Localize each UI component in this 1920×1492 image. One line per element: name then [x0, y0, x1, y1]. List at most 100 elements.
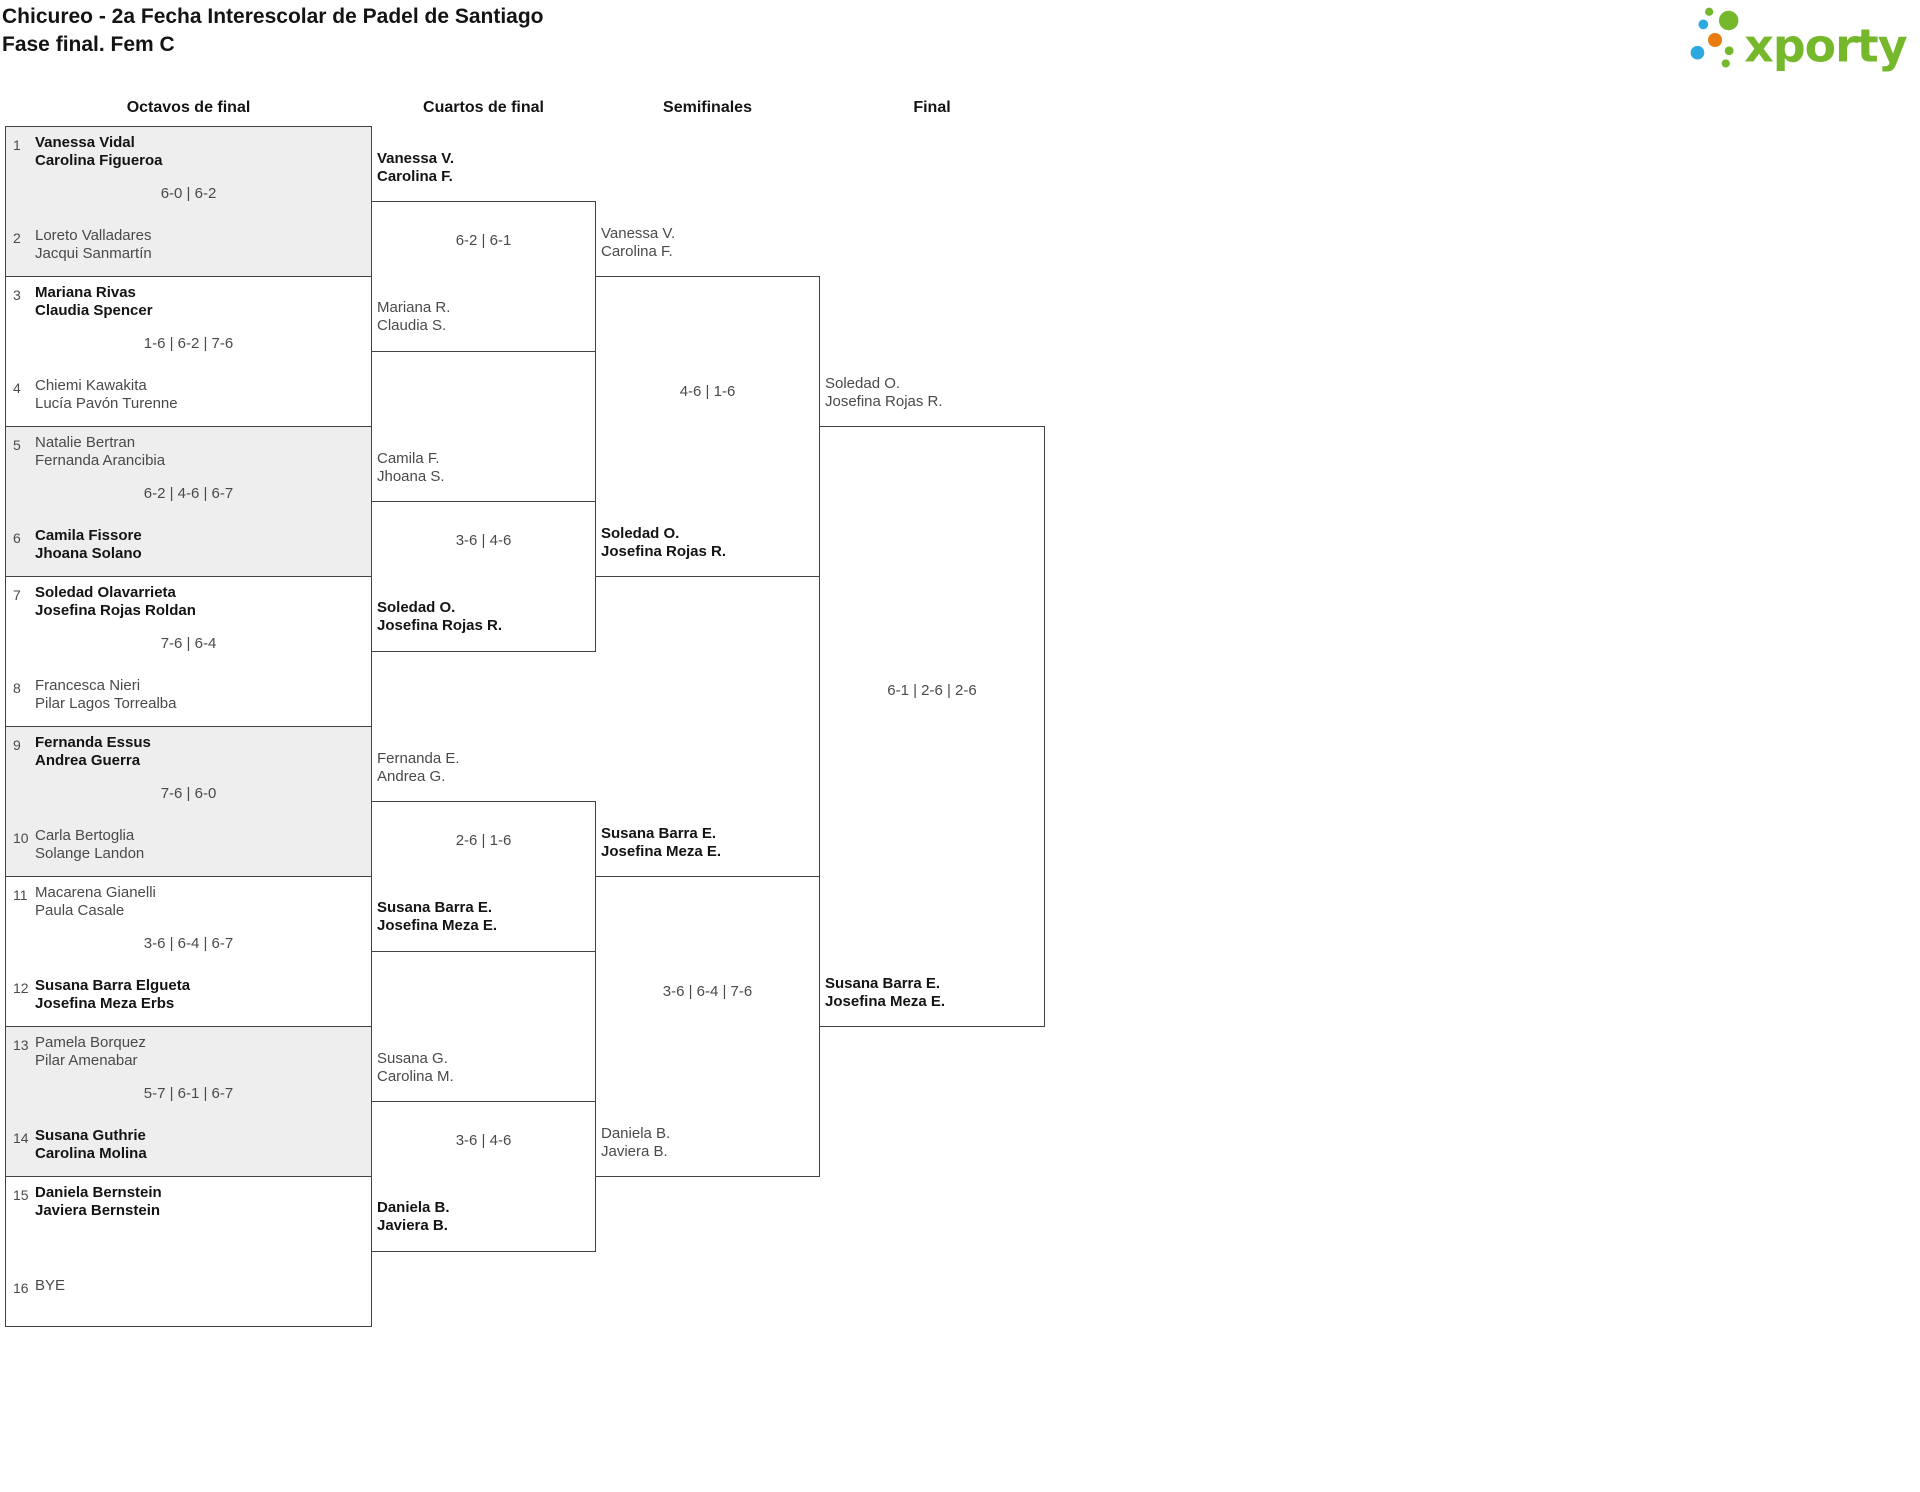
player-name: Carla Bertoglia [35, 827, 135, 844]
seed-number: 1 [13, 137, 21, 153]
team-winner: Vanessa V. Carolina F. [377, 150, 592, 185]
player-name: Paula Casale [35, 901, 125, 919]
xporty-logo[interactable]: xporty [1676, 2, 1912, 80]
match-score: 7-6 | 6-4 [160, 635, 217, 652]
team-winner: Soledad O. Josefina Rojas R. [377, 599, 592, 634]
player-name: Camila F. [377, 450, 440, 467]
player-name: Susana Barra Elgueta [35, 977, 191, 994]
seed-number: 7 [13, 587, 21, 603]
team: Daniela B. Javiera B. [601, 1125, 816, 1160]
player-name: Josefina Meza Erbs [35, 994, 175, 1012]
title-block: Chicureo - 2a Fecha Interescolar de Pade… [2, 3, 544, 59]
logo-dot-green-small-top [1705, 7, 1714, 16]
octavos-match-8: 15 Daniela Bernstein Javiera Bernstein 1… [5, 1176, 372, 1327]
player-name: Josefina Rojas R. [601, 542, 727, 560]
player-name: Josefina Rojas Roldan [35, 601, 196, 619]
player-name: Josefina Meza E. [377, 916, 498, 934]
match-score: 2-6 | 1-6 [455, 832, 512, 849]
team: Fernanda E. Andrea G. [377, 750, 592, 785]
player-name: Natalie Bertran [35, 434, 136, 451]
team: Carla Bertoglia Solange Landon [35, 827, 367, 862]
player-name: Susana Barra E. [601, 825, 717, 842]
player-name: Fernanda Essus [35, 734, 151, 751]
round-header-octavos: Octavos de final [126, 99, 251, 116]
team-winner: Susana Barra E. Josefina Meza E. [825, 975, 1040, 1010]
player-name: Soledad Olavarrieta [35, 584, 176, 601]
team: Camila F. Jhoana S. [377, 450, 592, 485]
octavos-match-6: 11 Macarena Gianelli Paula Casale 3-6 | … [5, 876, 372, 1027]
team-winner: Soledad O. Josefina Rojas R. [601, 525, 816, 560]
team: Chiemi Kawakita Lucía Pavón Turenne [35, 377, 367, 412]
logo-dot-orange [1708, 33, 1723, 48]
octavos-match-4: 7 Soledad Olavarrieta Josefina Rojas Rol… [5, 576, 372, 727]
player-name: Macarena Gianelli [35, 884, 156, 901]
seed-number: 5 [13, 437, 21, 453]
final-match-box [819, 426, 1045, 1027]
team: Loreto Valladares Jacqui Sanmartín [35, 227, 367, 262]
logo-dot-green-small-mid [1724, 46, 1734, 56]
team: Susana G. Carolina M. [377, 1050, 592, 1085]
player-name: BYE [35, 1277, 66, 1294]
player-name: Jhoana S. [377, 467, 445, 485]
player-name: Daniela Bernstein [35, 1184, 162, 1201]
player-name: Mariana Rivas [35, 284, 136, 301]
player-name: Susana G. [377, 1050, 448, 1067]
seed-number: 4 [13, 380, 21, 396]
player-name: Josefina Rojas R. [377, 616, 503, 634]
page-title: Chicureo - 2a Fecha Interescolar de Pade… [2, 5, 544, 28]
team-winner: Susana Guthrie Carolina Molina [35, 1127, 367, 1162]
player-name: Carolina Molina [35, 1144, 147, 1162]
player-name: Josefina Rojas R. [825, 392, 943, 410]
player-name: Soledad O. [825, 375, 901, 392]
team-winner: Mariana Rivas Claudia Spencer [35, 284, 367, 319]
seed-number: 14 [13, 1130, 29, 1146]
team-winner: Soledad Olavarrieta Josefina Rojas Rolda… [35, 584, 367, 619]
logo-wordmark: xporty [1744, 18, 1907, 72]
octavos-match-5: 9 Fernanda Essus Andrea Guerra 7-6 | 6-0… [5, 726, 372, 877]
player-name: Mariana R. [377, 299, 451, 316]
player-name: Chiemi Kawakita [35, 377, 147, 394]
match-score: 6-1 | 2-6 | 2-6 [887, 682, 977, 699]
player-name: Vanessa V. [377, 150, 455, 167]
player-name: Vanessa V. [601, 225, 676, 242]
seed-number: 2 [13, 230, 21, 246]
team: Mariana R. Claudia S. [377, 299, 592, 334]
seed-number: 16 [13, 1280, 29, 1296]
team-winner: Daniela B. Javiera B. [377, 1199, 592, 1234]
player-name: Daniela B. [377, 1199, 450, 1216]
team-winner: Susana Barra E. Josefina Meza E. [601, 825, 816, 860]
player-name: Soledad O. [377, 599, 456, 616]
match-score: 3-6 | 6-4 | 7-6 [662, 983, 753, 1000]
team-winner: Susana Barra Elgueta Josefina Meza Erbs [35, 977, 367, 1012]
seed-number: 3 [13, 287, 21, 303]
team-bye: BYE [35, 1277, 367, 1295]
match-score: 6-0 | 6-2 [160, 185, 217, 202]
team: Natalie Bertran Fernanda Arancibia [35, 434, 367, 469]
player-name: Susana Guthrie [35, 1127, 146, 1144]
team: Francesca Nieri Pilar Lagos Torrealba [35, 677, 367, 712]
player-name: Pilar Lagos Torrealba [35, 694, 177, 712]
player-name: Camila Fissore [35, 527, 142, 544]
player-name: Jacqui Sanmartín [35, 244, 152, 262]
player-name: Susana Barra E. [377, 899, 493, 916]
match-score: 3-6 | 4-6 [455, 1132, 512, 1149]
match-score: 4-6 | 1-6 [679, 383, 736, 400]
page-subtitle: Fase final. Fem C [2, 33, 175, 56]
team-winner: Camila Fissore Jhoana Solano [35, 527, 367, 562]
octavos-match-7: 13 Pamela Borquez Pilar Amenabar 5-7 | 6… [5, 1026, 372, 1177]
seed-number: 6 [13, 530, 21, 546]
player-name: Fernanda E. [377, 750, 460, 767]
player-name: Fernanda Arancibia [35, 451, 166, 469]
player-name: Solange Landon [35, 844, 145, 862]
player-name: Carolina Figueroa [35, 151, 163, 169]
player-name: Carolina M. [377, 1067, 454, 1085]
match-score: 7-6 | 6-0 [160, 785, 217, 802]
match-score: 6-2 | 6-1 [455, 232, 512, 249]
seed-number: 12 [13, 980, 29, 996]
round-header-final: Final [913, 99, 951, 116]
team: Pamela Borquez Pilar Amenabar [35, 1034, 367, 1069]
player-name: Daniela B. [601, 1125, 671, 1142]
player-name: Susana Barra E. [825, 975, 941, 992]
round-header-semifinales: Semifinales [663, 99, 752, 116]
